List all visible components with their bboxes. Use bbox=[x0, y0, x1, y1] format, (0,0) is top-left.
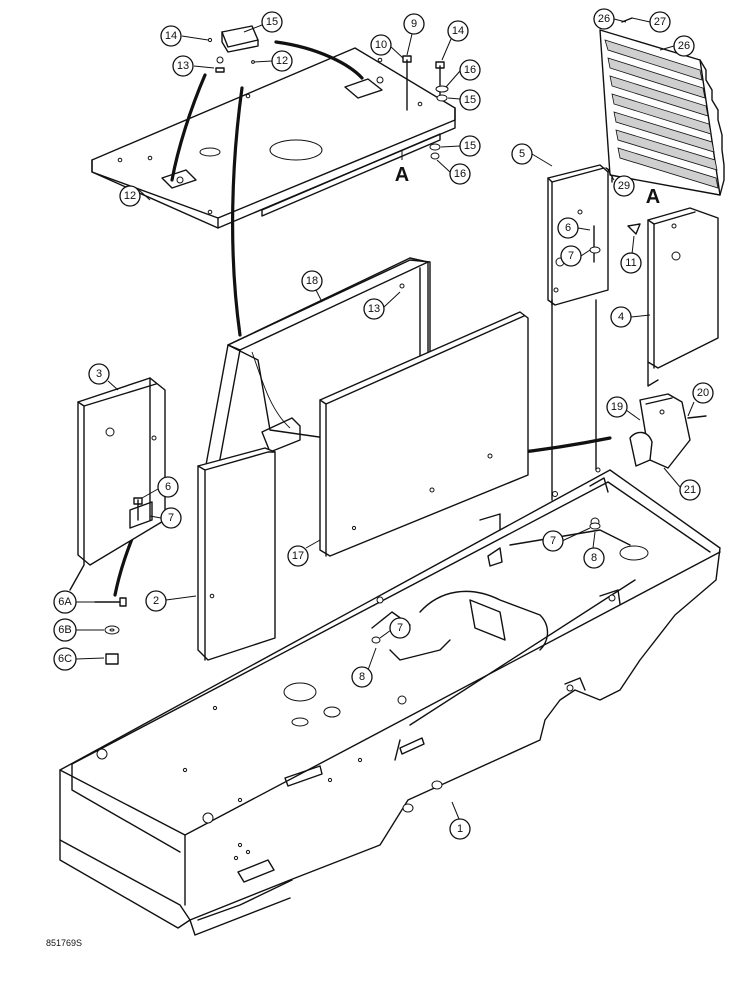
routing-line bbox=[170, 73, 207, 182]
callout-10: 10 bbox=[375, 39, 387, 51]
callout-21: 21 bbox=[684, 484, 696, 496]
callout-16: 16 bbox=[464, 64, 476, 76]
callout-1: 1 bbox=[457, 823, 463, 835]
callout-7: 7 bbox=[397, 622, 403, 634]
callout-18: 18 bbox=[306, 275, 318, 287]
callout-14: 14 bbox=[452, 25, 464, 37]
callout-26: 26 bbox=[678, 40, 690, 52]
mount-bracket bbox=[629, 393, 707, 469]
callout-19: 19 bbox=[611, 401, 623, 413]
latch-assembly bbox=[207, 25, 259, 73]
top-plate bbox=[91, 47, 456, 229]
callout-2: 2 bbox=[153, 595, 159, 607]
callout-6: 6 bbox=[565, 222, 571, 234]
callout-6a: 6A bbox=[58, 596, 72, 608]
callout-7: 7 bbox=[550, 535, 556, 547]
callout-27: 27 bbox=[654, 16, 666, 28]
right-panel bbox=[627, 207, 719, 387]
callout-17: 17 bbox=[292, 550, 304, 562]
callout-9: 9 bbox=[411, 18, 417, 30]
callout-13: 13 bbox=[368, 303, 380, 315]
callout-8: 8 bbox=[591, 552, 597, 564]
hardware-6abc bbox=[94, 597, 127, 665]
right-bracket bbox=[547, 164, 613, 501]
callout-8: 8 bbox=[359, 671, 365, 683]
callout-22: 15 bbox=[266, 16, 278, 28]
callout-20: 20 bbox=[697, 387, 709, 399]
callout-7: 7 bbox=[168, 512, 174, 524]
callout-6b: 6B bbox=[58, 624, 71, 636]
callout-3: 3 bbox=[96, 368, 102, 380]
callout-6c: 6C bbox=[58, 653, 72, 665]
main-frame bbox=[59, 467, 721, 936]
callout-24: 13 bbox=[177, 60, 189, 72]
drawing-reference: 851769S bbox=[46, 938, 82, 948]
fasteners-upper bbox=[402, 55, 449, 160]
callout-12: 12 bbox=[124, 190, 136, 202]
routing-line bbox=[274, 40, 364, 80]
callout-15: 15 bbox=[464, 140, 476, 152]
left-bracket bbox=[69, 377, 166, 591]
view-mark-a: A bbox=[646, 186, 660, 208]
callout-11: 11 bbox=[625, 257, 636, 269]
left-side-panel bbox=[197, 447, 276, 661]
callout-15: 15 bbox=[464, 94, 476, 106]
callout-16: 16 bbox=[454, 168, 466, 180]
callout-4: 4 bbox=[618, 311, 624, 323]
callout-5: 5 bbox=[519, 148, 525, 160]
callout-26: 26 bbox=[598, 13, 610, 25]
callout-23: 12 bbox=[276, 55, 288, 67]
center-panel bbox=[319, 311, 529, 557]
grille bbox=[599, 17, 725, 196]
callouts: 15 14 13 12 9 10 14 16 15 15 bbox=[53, 8, 714, 840]
callout-7: 7 bbox=[568, 250, 574, 262]
callout-29: 29 bbox=[618, 180, 630, 192]
routing-line bbox=[231, 86, 244, 337]
view-mark-a: A bbox=[395, 164, 409, 186]
callout-25: 14 bbox=[165, 30, 177, 42]
callout-6: 6 bbox=[165, 481, 171, 493]
